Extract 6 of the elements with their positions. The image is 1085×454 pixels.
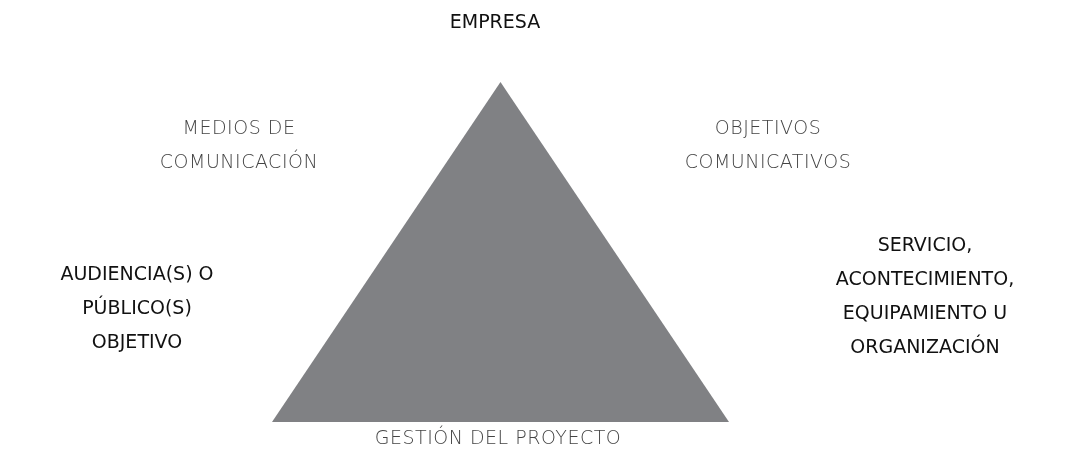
diagram-label: MEDIOS DE COMUNICACIÓN (158, 115, 320, 174)
diagram-label: EMPRESA (448, 9, 542, 34)
diagram-label: GESTIÓN DEL PROYECTO (373, 424, 623, 450)
diagram-label: OBJETIVOS COMUNICATIVOS (683, 115, 853, 174)
diagram-label: AUDIENCIA(S) O PÚBLICO(S) OBJETIVO (59, 261, 215, 354)
diagram-label: SERVICIO, ACONTECIMIENTO, EQUIPAMIENTO U ORGANIZACIÓN (834, 232, 1016, 359)
